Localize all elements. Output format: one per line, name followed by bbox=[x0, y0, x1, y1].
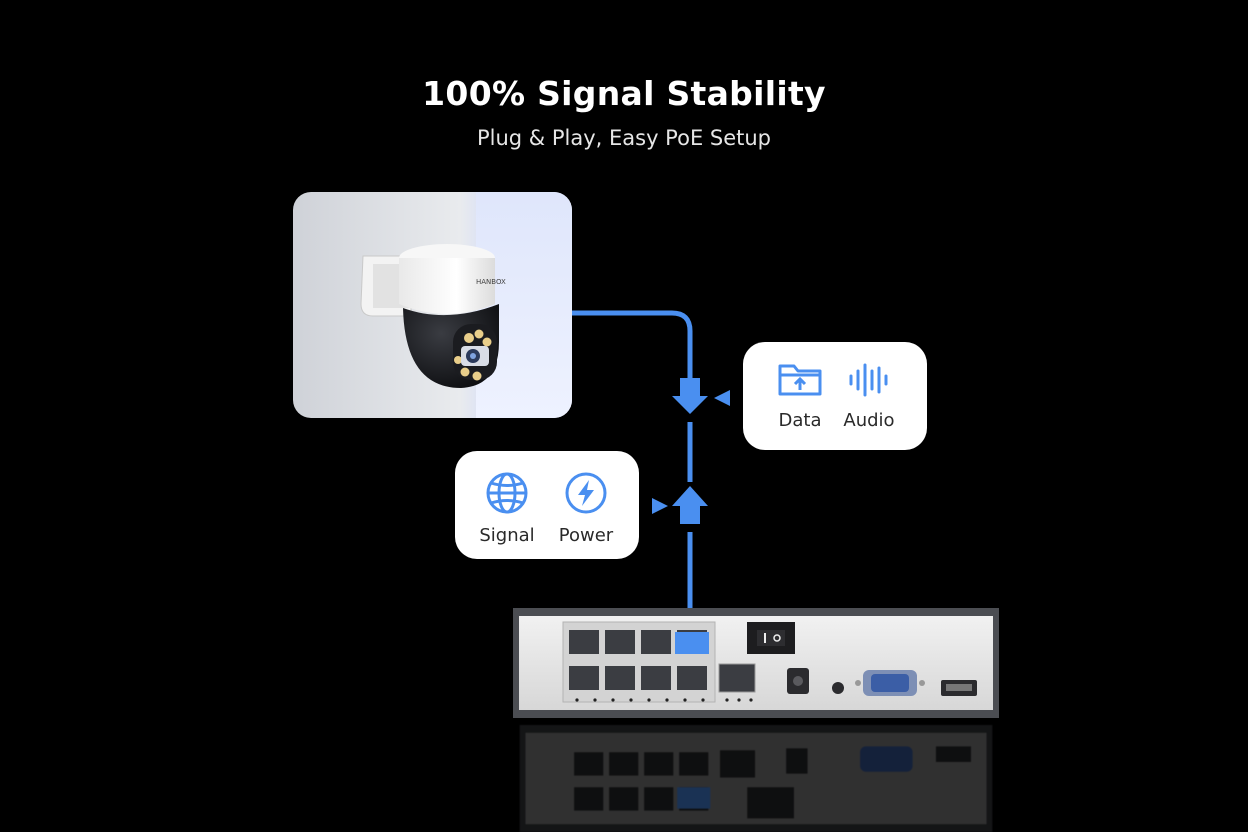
camera-cable-line bbox=[572, 310, 693, 380]
nvr-reflection bbox=[519, 725, 993, 832]
audio-label: Audio bbox=[843, 410, 895, 431]
data-item: Data bbox=[755, 360, 845, 431]
power-item: Power bbox=[541, 471, 631, 546]
signal-power-card: Signal Power bbox=[455, 451, 639, 559]
ptz-camera-illustration: HANBOX bbox=[360, 244, 506, 388]
camera-brand-label: HANBOX bbox=[476, 278, 506, 286]
signal-pointer-triangle bbox=[652, 498, 668, 514]
page-title: 100% Signal Stability bbox=[422, 74, 826, 113]
data-pointer-triangle bbox=[714, 390, 730, 406]
power-label: Power bbox=[558, 525, 614, 546]
data-audio-card: Data Audio bbox=[743, 342, 927, 450]
nvr-back-panel bbox=[513, 608, 999, 718]
globe-icon bbox=[486, 472, 528, 514]
up-arrow bbox=[672, 486, 708, 524]
data-label: Data bbox=[778, 410, 822, 431]
folder-upload-icon bbox=[778, 364, 822, 396]
signal-item: Signal bbox=[462, 471, 552, 546]
lightning-bolt-icon bbox=[565, 472, 607, 514]
connected-rj45-plug bbox=[675, 632, 709, 654]
down-arrow bbox=[672, 378, 708, 414]
sound-wave-icon bbox=[849, 363, 888, 397]
audio-item: Audio bbox=[824, 360, 914, 431]
camera-image-card: HANBOX bbox=[293, 192, 572, 418]
page-subtitle: Plug & Play, Easy PoE Setup bbox=[476, 126, 772, 150]
signal-label: Signal bbox=[479, 525, 535, 546]
